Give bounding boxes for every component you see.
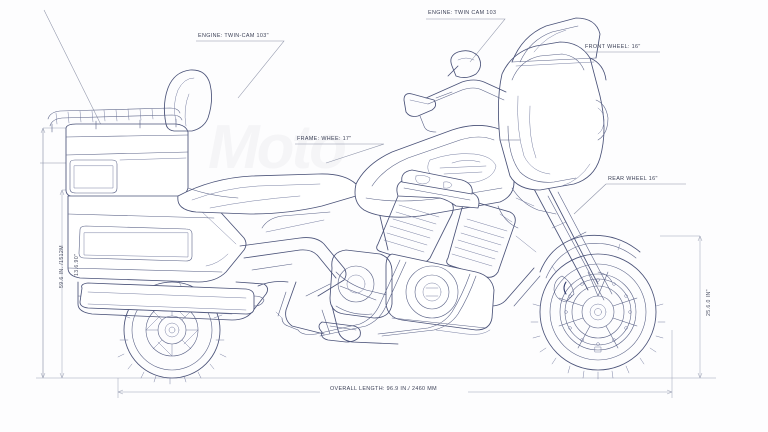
exhaust-headers xyxy=(297,259,491,337)
front-wheel xyxy=(530,253,666,380)
watermark: Moto xyxy=(208,113,347,182)
wheel-spokes xyxy=(558,271,638,349)
saddlebag xyxy=(67,195,247,283)
v-twin-engine xyxy=(329,169,516,331)
misc-linework xyxy=(187,187,557,253)
headlamp xyxy=(595,99,609,141)
front-fender xyxy=(539,234,641,279)
batwing-fairing xyxy=(497,41,607,191)
brake-disc xyxy=(564,278,632,346)
fuel-tank xyxy=(354,125,515,218)
tour-pak-luggage-box xyxy=(65,123,189,198)
luggage-rack xyxy=(47,107,183,133)
rider-seat xyxy=(177,173,360,215)
mirror xyxy=(447,50,481,79)
footboard xyxy=(275,311,361,343)
handlebar xyxy=(403,79,507,133)
exhaust-muffler xyxy=(79,282,265,315)
passenger-backrest xyxy=(163,69,213,132)
windshield xyxy=(511,17,601,67)
